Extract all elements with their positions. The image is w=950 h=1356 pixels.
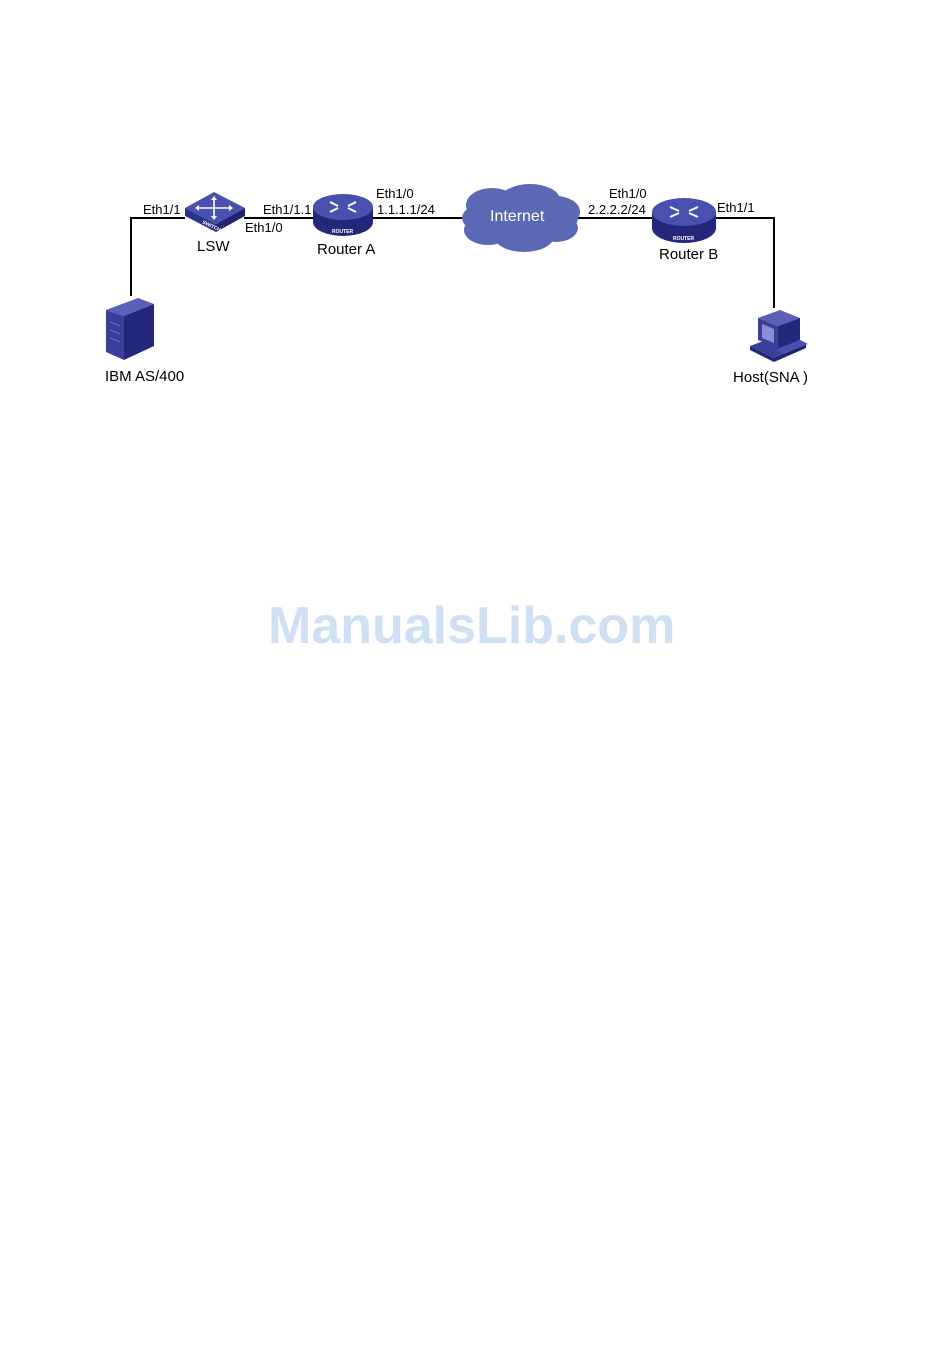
host-label: Host(SNA ) <box>733 370 808 385</box>
ibm-label: IBM AS/400 <box>105 369 184 384</box>
router-a-ip-label: 1.1.1.1/24 <box>377 203 435 216</box>
host-computer-icon <box>750 310 808 362</box>
internet-label: Internet <box>490 209 544 225</box>
link-ibm-lsw <box>131 218 185 296</box>
lsw-eth1-1-label: Eth1/1 <box>143 203 181 216</box>
router-a-eth1-0-label: Eth1/0 <box>376 187 414 200</box>
router-b-label: Router B <box>659 247 718 262</box>
router-a-icon: ROUTER <box>313 194 373 236</box>
router-b-eth1-1-label: Eth1/1 <box>717 201 755 214</box>
svg-text:ROUTER: ROUTER <box>673 236 695 242</box>
router-b-ip-label: 2.2.2.2/24 <box>588 203 646 216</box>
svg-text:ROUTER: ROUTER <box>332 229 354 235</box>
router-a-eth1-1-1-label: Eth1/1.1 <box>263 203 311 216</box>
lsw-label: LSW <box>197 239 230 254</box>
router-a-label: Router A <box>317 242 375 257</box>
watermark: ManualsLib.com <box>268 596 675 656</box>
router-b-icon: ROUTER <box>652 198 716 243</box>
router-b-eth1-0-label: Eth1/0 <box>609 187 647 200</box>
ibm-server-icon <box>106 298 154 360</box>
switch-icon: SWITCH <box>185 192 245 234</box>
link-router-b-host <box>714 218 774 308</box>
lsw-eth1-0-label: Eth1/0 <box>245 221 283 234</box>
